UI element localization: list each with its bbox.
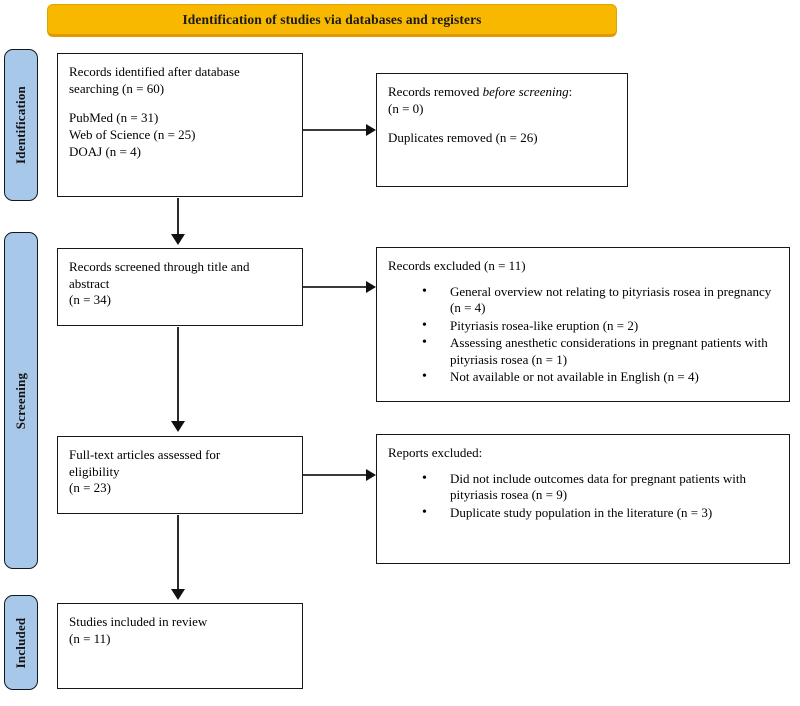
records-screened-line2: abstract xyxy=(69,275,110,291)
list-item: Pityriasis rosea-like eruption (n = 2) xyxy=(422,317,778,335)
stage-tab-identification-label: Identification xyxy=(13,86,28,164)
records-removed-duplicates: Duplicates removed (n = 26) xyxy=(388,130,538,146)
stage-tab-identification: Identification xyxy=(4,49,38,201)
stage-tab-screening: Screening xyxy=(4,232,38,569)
box-reports-excluded: Reports excluded: Did not include outcom… xyxy=(376,434,790,564)
records-removed-title-prefix: Records removed xyxy=(388,84,483,99)
records-removed-title-suffix: : xyxy=(568,84,573,99)
arrow-head-icon xyxy=(366,124,376,136)
fulltext-line1: Full-text articles assessed for xyxy=(69,447,221,462)
list-item: Did not include outcomes data for pregna… xyxy=(422,470,778,504)
box-records-excluded: Records excluded (n = 11) General overvi… xyxy=(376,247,790,402)
stage-tab-screening-label: Screening xyxy=(13,372,28,429)
banner-title: Identification of studies via databases … xyxy=(182,11,482,27)
box-records-screened: Records screened through title and abstr… xyxy=(57,248,303,326)
records-removed-title: Records removed before screening: xyxy=(388,84,616,101)
arrow-head-icon xyxy=(171,234,185,245)
records-identified-source-doaj: DOAJ (n = 4) xyxy=(69,143,141,159)
arrow-head-icon xyxy=(366,469,376,481)
connector-screened-to-fulltext xyxy=(177,327,179,423)
records-identified-line1: Records identified after database xyxy=(69,64,240,79)
records-excluded-list: General overview not relating to pityria… xyxy=(388,283,778,386)
box-records-removed: Records removed before screening: (n = 0… xyxy=(376,73,628,187)
arrow-head-icon xyxy=(366,281,376,293)
connector-fulltext-to-reports-excluded xyxy=(303,474,369,476)
connector-identified-to-screened xyxy=(177,198,179,236)
box-records-identified: Records identified after database search… xyxy=(57,53,303,197)
list-item: General overview not relating to pityria… xyxy=(422,283,778,317)
list-item: Not available or not available in Englis… xyxy=(422,368,778,386)
connector-identified-to-removed xyxy=(303,129,369,131)
connector-fulltext-to-included xyxy=(177,515,179,591)
box-fulltext-assessed: Full-text articles assessed for eligibil… xyxy=(57,436,303,514)
fulltext-line2: eligibility xyxy=(69,463,120,479)
studies-included-line1: Studies included in review xyxy=(69,614,208,629)
records-identified-source-wos: Web of Science (n = 25) xyxy=(69,126,196,142)
box-studies-included: Studies included in review (n = 11) xyxy=(57,603,303,689)
records-excluded-title: Records excluded (n = 11) xyxy=(388,258,526,273)
records-removed-count: (n = 0) xyxy=(388,100,424,116)
records-screened-line1: Records screened through title and xyxy=(69,259,250,274)
records-identified-source-pubmed: PubMed (n = 31) xyxy=(69,110,159,126)
studies-included-count: (n = 11) xyxy=(69,630,111,646)
list-item: Duplicate study population in the litera… xyxy=(422,504,778,522)
reports-excluded-list: Did not include outcomes data for pregna… xyxy=(388,470,778,522)
stage-tab-included-label: Included xyxy=(13,617,28,668)
arrow-head-icon xyxy=(171,421,185,432)
reports-excluded-title: Reports excluded: xyxy=(388,445,483,460)
records-identified-line2: searching (n = 60) xyxy=(69,80,165,96)
connector-screened-to-records-excluded xyxy=(303,286,369,288)
list-item: Assessing anesthetic considerations in p… xyxy=(422,334,778,368)
records-removed-title-italic: before screening xyxy=(482,84,569,99)
fulltext-count: (n = 23) xyxy=(69,480,111,496)
records-screened-count: (n = 34) xyxy=(69,292,111,308)
stage-tab-included: Included xyxy=(4,595,38,690)
arrow-head-icon xyxy=(171,589,185,600)
diagram-banner: Identification of studies via databases … xyxy=(47,4,617,37)
